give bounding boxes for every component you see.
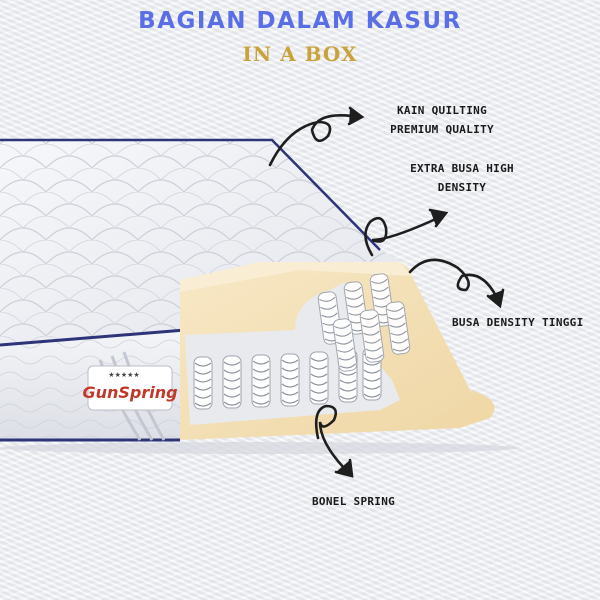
callout-spring: BONEL SPRING bbox=[312, 495, 396, 508]
brand-logo: ★★★★★ GunSpring bbox=[82, 365, 178, 411]
callout-density-foam: BUSA DENSITY TINGGI bbox=[452, 316, 584, 329]
callout-extra-foam: EXTRA BUSA HIGH DENSITY bbox=[392, 159, 532, 197]
svg-text:★★★★★: ★★★★★ bbox=[108, 371, 139, 379]
page-title: BAGIAN DALAM KASUR bbox=[138, 8, 462, 34]
brand-logo-text: GunSpring bbox=[82, 383, 177, 402]
callout-quilting: KAIN QUILTING PREMIUM QUALITY bbox=[362, 101, 522, 139]
callout-extra-foam-line1: EXTRA BUSA HIGH bbox=[410, 162, 514, 175]
page-subtitle: IN A BOX bbox=[242, 42, 358, 66]
curly-arrow-icon bbox=[268, 106, 505, 478]
callout-extra-foam-line2: DENSITY bbox=[437, 181, 487, 194]
callout-quilting-line1: KAIN QUILTING bbox=[397, 104, 487, 117]
callout-quilting-line2: PREMIUM QUALITY bbox=[390, 123, 494, 136]
top-piping bbox=[0, 138, 381, 251]
